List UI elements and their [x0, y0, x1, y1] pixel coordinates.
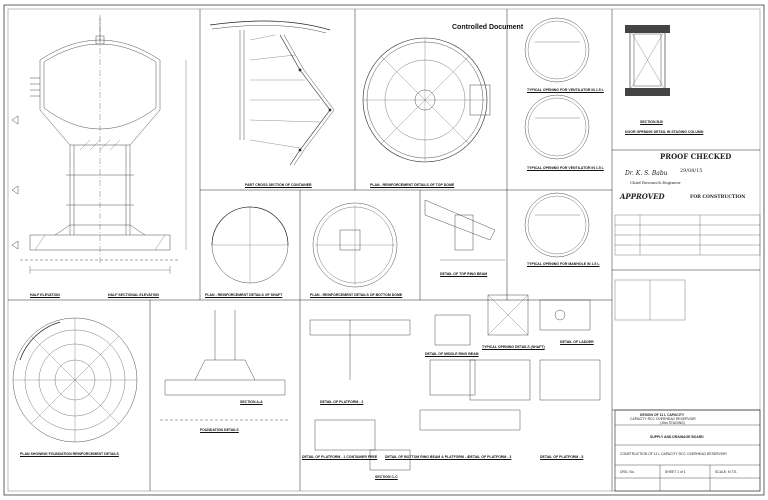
stamp-date: 29/08/15 — [680, 168, 703, 174]
project-name: CONSTRUCTION OF 11 L CAPACITY RCC OVERHE… — [620, 452, 727, 456]
caption-ladder: DETAIL OF LADDER — [560, 340, 594, 344]
manhole-opening-plan — [524, 192, 590, 258]
top-ring-beam-detail — [424, 199, 505, 261]
foundation-section — [160, 310, 290, 421]
scale: SCALE: N.T.S. — [715, 470, 738, 474]
caption-bottom-ring-beam: DETAIL OF BOTTOM RING BEAM & PLATFORM - … — [385, 455, 469, 459]
title-block — [614, 409, 761, 492]
design-line-2: CAPACITY RCC OVERHEAD RESERVOIR — [630, 417, 696, 421]
design-line-1: DESIGN OF 11 L CAPACITY — [640, 413, 685, 417]
bottom-dome-plan — [312, 202, 398, 288]
caption-half-elevation: HALF ELEVATION — [30, 293, 60, 297]
platform-details — [309, 294, 601, 471]
caption-section-aa: SECTION A-A — [240, 400, 263, 404]
caption-platform-3: DETAIL OF PLATFORM - 3 — [468, 455, 512, 459]
foundation-plan — [12, 317, 138, 443]
caption-middle-ring-beam: DETAIL OF MIDDLE RING BEAM — [425, 352, 479, 356]
for-construction-stamp: FOR CONSTRUCTION — [690, 195, 746, 200]
signature: Dr. K. S. Babu — [625, 170, 668, 177]
section-bb — [625, 25, 670, 96]
drawing-number: DRG. No. — [620, 470, 635, 474]
caption-platform-1: DETAIL OF PLATFORM - 1 CONTAINER FREE — [302, 455, 378, 459]
caption-plan-foundation: PLAN SHOWING FOUNDATION REINFORCEMENT DE… — [20, 452, 119, 456]
caption-platform-5: DETAIL OF PLATFORM - 5 — [540, 455, 584, 459]
caption-plan-bottom-dome: PLAN - REINFORCEMENT DETAILS OF BOTTOM D… — [310, 293, 403, 297]
approved-stamp: APPROVED — [620, 192, 665, 201]
ventilator-opening-plan-1 — [524, 17, 590, 83]
ventilator-opening-plan-2 — [524, 94, 590, 160]
caption-half-sectional-elevation: HALF SECTIONAL ELEVATION — [108, 293, 159, 297]
sheet-border — [3, 4, 765, 496]
sheet-number: SHEET 1 of 1 — [665, 470, 686, 474]
signer-role: Chief Research Engineer — [630, 180, 681, 185]
caption-ventilator-1: TYPICAL OPENING FOR VENTILATOR IN 1.5 L — [527, 88, 604, 92]
caption-section-bb: SECTION B-B — [640, 120, 663, 124]
caption-platform-2: DETAIL OF PLATFORM - 2 — [320, 400, 364, 404]
notes-table — [614, 279, 686, 321]
caption-top-dome-plan: PLAN - REINFORCEMENT DETAILS OF TOP DOME — [370, 183, 455, 187]
top-dome-plan — [362, 37, 491, 163]
controlled-document-title: Controlled Document — [452, 24, 524, 31]
caption-opening-shaft: TYPICAL OPENING DETAILS (SHAFT) — [482, 345, 545, 349]
board-name: SUPPLY AND DRAINAGE BOARD — [650, 435, 704, 439]
caption-top-ring-beam: DETAIL OF TOP RING BEAM — [440, 272, 488, 276]
caption-manhole: TYPICAL OPENING FOR MANHOLE IN 1.5 L — [527, 262, 600, 266]
shaft-plan — [211, 206, 289, 284]
tank-elevation — [11, 15, 187, 274]
design-line-3: (15m STAGING) — [660, 421, 685, 425]
proof-checked-stamp: PROOF CHECKED — [660, 152, 732, 161]
container-cross-section — [209, 20, 335, 166]
caption-foundation-details: FOUNDATION DETAILS — [200, 428, 239, 432]
caption-section-cc: SECTION C-C — [375, 475, 398, 479]
caption-door-opening: DOOR OPENING DETAIL IN STAGING COLUMN — [625, 130, 704, 134]
caption-part-cross-section: PART CROSS SECTION OF CONTAINER — [245, 183, 312, 187]
caption-ventilator-2: TYPICAL OPENING FOR VENTILATOR IN 1.5 L — [527, 166, 604, 170]
approval-table — [614, 214, 761, 256]
caption-plan-shaft: PLAN - REINFORCEMENT DETAILS OF SHAFT — [205, 293, 283, 297]
